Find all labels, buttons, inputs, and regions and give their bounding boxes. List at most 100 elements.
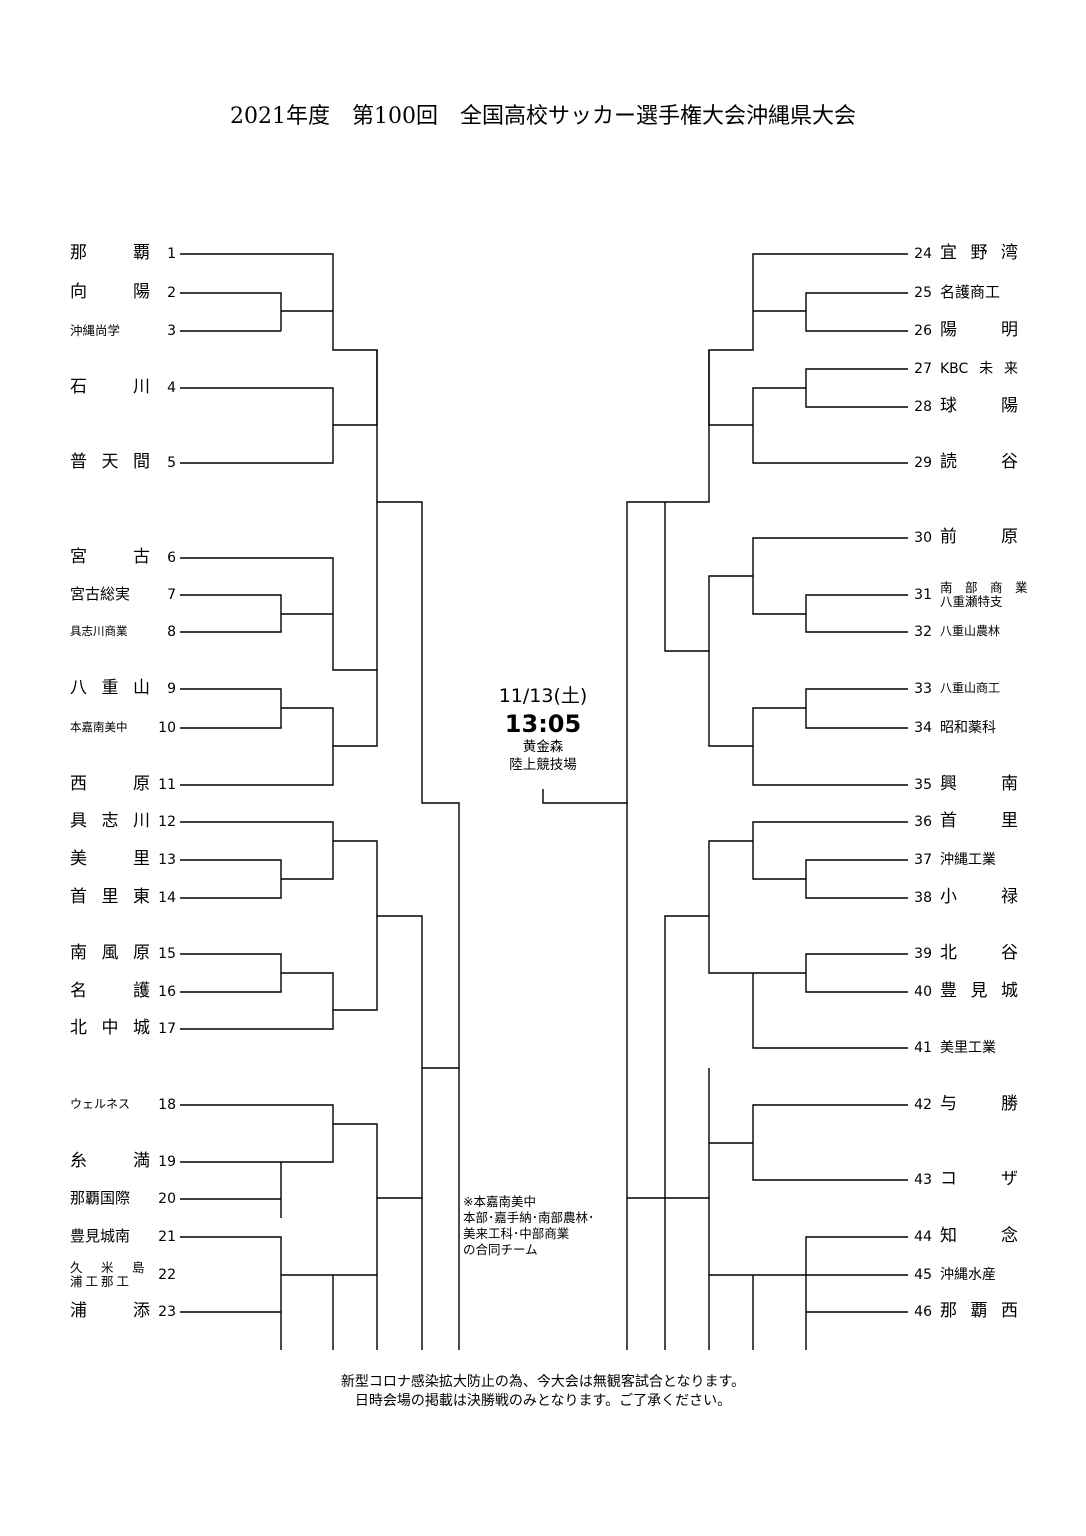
seed-number: 30	[914, 530, 932, 546]
seed-number: 6	[167, 550, 176, 566]
team-left-10: 本嘉南美中 10	[70, 713, 180, 743]
team-name: 沖縄工業	[940, 851, 996, 868]
seed-number: 23	[158, 1304, 176, 1320]
team-name: 陽明	[940, 320, 1018, 341]
team-name: 知念	[940, 1226, 1018, 1247]
team-left-6: 宮古 6	[70, 543, 180, 573]
team-name: 美里	[70, 849, 150, 870]
seed-number: 19	[158, 1154, 176, 1170]
team-left-16: 名護 16	[70, 977, 180, 1007]
team-name: 宮古	[70, 547, 150, 568]
team-right-32: 32 八重山農林	[908, 617, 1020, 647]
seed-number: 28	[914, 399, 932, 415]
team-left-15: 南風原 15	[70, 939, 180, 969]
team-right-42: 42 与勝	[908, 1090, 1020, 1120]
team-left-2: 向陽 2	[70, 278, 180, 308]
seed-number: 45	[914, 1267, 932, 1283]
team-right-26: 26 陽明	[908, 316, 1020, 346]
team-right-40: 40 豊見城	[908, 977, 1020, 1007]
seed-number: 14	[158, 890, 176, 906]
seed-number: 41	[914, 1040, 932, 1056]
team-left-19: 糸満 19	[70, 1147, 180, 1177]
team-right-24: 24 宜野湾	[908, 239, 1020, 269]
seed-number: 36	[914, 814, 932, 830]
seed-number: 13	[158, 852, 176, 868]
team-right-30: 30 前原	[908, 523, 1020, 553]
team-left-18: ウェルネス 18	[70, 1090, 180, 1120]
team-right-41: 41 美里工業	[908, 1033, 1020, 1063]
team-right-36: 36 首里	[908, 807, 1020, 837]
team-name: 昭和薬科	[940, 719, 996, 736]
seed-number: 27	[914, 361, 932, 377]
seed-number: 17	[158, 1021, 176, 1037]
seed-number: 43	[914, 1172, 932, 1188]
team-left-12: 具志川 12	[70, 807, 180, 837]
seed-number: 44	[914, 1229, 932, 1245]
team-name: 首里	[940, 811, 1018, 832]
team-left-9: 八重山 9	[70, 674, 180, 704]
seed-number: 40	[914, 984, 932, 1000]
seed-number: 34	[914, 720, 932, 736]
seed-number: 39	[914, 946, 932, 962]
final-match-info: 11/13(土) 13:05 黄金森 陸上競技場	[463, 681, 623, 774]
team-name: 那覇	[70, 243, 150, 264]
team-left-23: 浦添 23	[70, 1297, 180, 1327]
team-name: 沖縄尚学	[70, 322, 121, 338]
team-name: 糸満	[70, 1151, 150, 1172]
final-date: 11/13(土)	[498, 685, 588, 707]
team-name: 豊見城	[940, 981, 1018, 1002]
team-left-21: 豊見城南 21	[70, 1222, 180, 1252]
note-line: 本部･嘉手納･南部農林･	[463, 1210, 595, 1225]
team-name: 本嘉南美中	[70, 720, 128, 735]
joint-team-note: ※本嘉南美中 本部･嘉手納･南部農林･ 美来工科･中部商業 の合同チーム	[463, 1194, 594, 1258]
team-left-22: 久 米 島浦工那工 22	[70, 1258, 180, 1292]
team-name: 首里東	[70, 887, 150, 908]
seed-number: 1	[167, 246, 176, 262]
seed-number: 32	[914, 624, 932, 640]
team-name: 八重山商工	[940, 681, 1001, 696]
team-name: 豊見城南	[70, 1227, 131, 1246]
seed-number: 22	[158, 1267, 176, 1283]
team-left-5: 普天間 5	[70, 448, 180, 478]
team-right-44: 44 知念	[908, 1222, 1020, 1252]
team-left-13: 美里 13	[70, 845, 180, 875]
team-name: 興南	[940, 774, 1018, 795]
seed-number: 10	[158, 720, 176, 736]
seed-number: 18	[158, 1097, 176, 1113]
team-name: 小禄	[940, 887, 1018, 908]
seed-number: 7	[167, 587, 176, 603]
page-title: 2021年度 第100回 全国高校サッカー選手権大会沖縄県大会	[230, 104, 856, 129]
seed-number: 37	[914, 852, 932, 868]
team-name: 南風原	[70, 943, 150, 964]
team-right-35: 35 興南	[908, 770, 1020, 800]
team-left-8: 具志川商業 8	[70, 617, 180, 647]
seed-number: 11	[158, 777, 176, 793]
team-right-43: 43 コザ	[908, 1165, 1020, 1195]
team-left-1: 那覇 1	[70, 239, 180, 269]
team-right-34: 34 昭和薬科	[908, 713, 1020, 743]
footer-line: 新型コロナ感染拡大防止の為、今大会は無観客試合となります。	[340, 1374, 746, 1390]
seed-number: 25	[914, 285, 932, 301]
seed-number: 42	[914, 1097, 932, 1113]
footer-line: 日時会場の掲載は決勝戦のみとなります。ご了承ください。	[354, 1393, 732, 1409]
seed-number: 33	[914, 681, 932, 697]
team-name: 宮古総実	[70, 585, 131, 604]
team-name: 石川	[70, 377, 150, 398]
team-name: 具志川	[70, 811, 150, 832]
team-right-46: 46 那覇西	[908, 1297, 1020, 1327]
team-name: 読谷	[940, 452, 1018, 473]
team-name: 北谷	[940, 943, 1018, 964]
team-name: 久 米 島浦工那工	[70, 1259, 148, 1289]
team-left-17: 北中城 17	[70, 1014, 180, 1044]
team-name: 具志川商業	[70, 624, 128, 639]
team-left-20: 那覇国際 20	[70, 1184, 180, 1214]
team-name: 八重山	[70, 678, 150, 699]
seed-number: 8	[167, 624, 176, 640]
note-line: の合同チーム	[463, 1242, 538, 1257]
seed-number: 15	[158, 946, 176, 962]
team-right-37: 37 沖縄工業	[908, 845, 1020, 875]
team-left-14: 首里東 14	[70, 883, 180, 913]
